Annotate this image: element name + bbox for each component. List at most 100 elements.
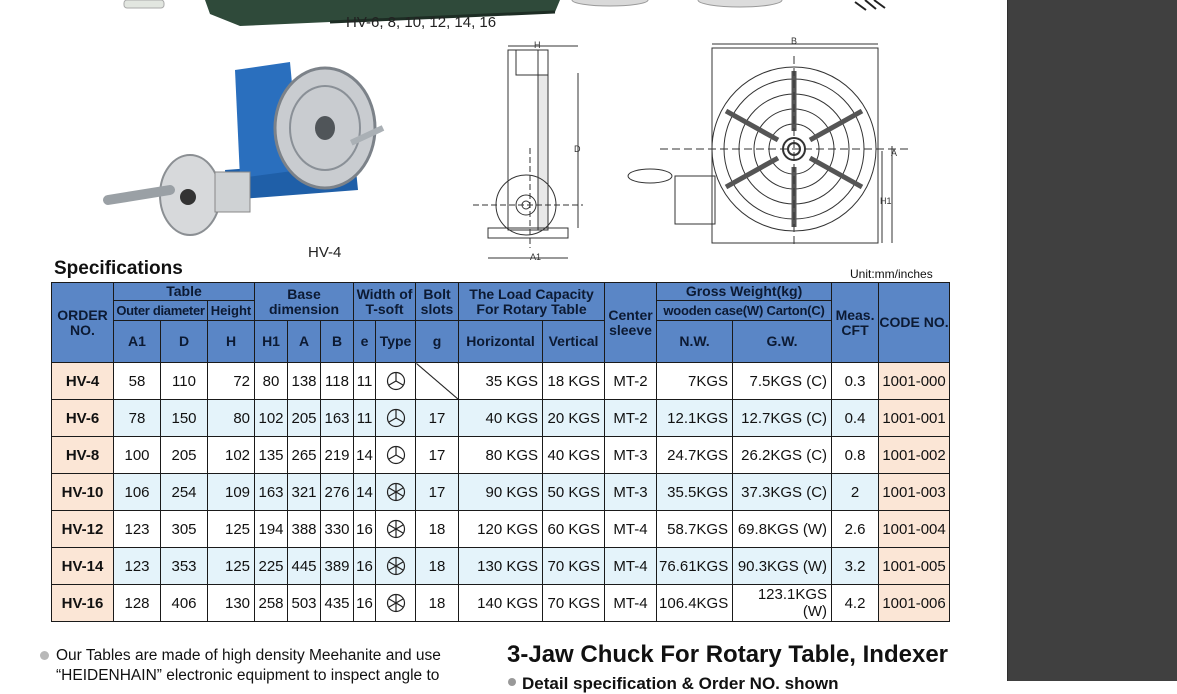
cell-d: 353: [160, 547, 208, 585]
header-type: Type: [375, 320, 417, 363]
header-weight-types: wooden case(W) Carton(C): [656, 300, 833, 321]
tslot-disc-image-2: [697, 0, 783, 8]
header-b: B: [320, 320, 355, 363]
cell-b: 389: [320, 547, 355, 585]
cell-nw: 35.5KGS: [656, 473, 734, 511]
cell-a1: 123: [113, 510, 161, 548]
cell-horizontal: 130 KGS: [458, 547, 544, 585]
cell-code: 1001-005: [878, 547, 951, 585]
header-center-sleeve: Center sleeve: [604, 282, 658, 363]
cell-gw: 90.3KGS (W): [732, 547, 833, 585]
dial-drum: [214, 171, 251, 213]
clamp-lever: [350, 125, 385, 146]
six-spoke-wheel-icon: [386, 556, 405, 576]
cell-horizontal: 90 KGS: [458, 473, 544, 511]
cell-g: 18: [415, 547, 460, 585]
rotary-table-base-image: [205, 0, 560, 26]
cell-a: 321: [287, 473, 322, 511]
cell-cft: 3.2: [831, 547, 880, 585]
header-d: D: [160, 320, 208, 363]
cell-a1: 123: [113, 547, 161, 585]
cell-code: 1001-006: [878, 584, 951, 622]
cell-model: HV-16: [51, 584, 114, 622]
cell-h: 130: [206, 584, 256, 622]
cell-e: 11: [353, 362, 377, 400]
label-h1: H1: [880, 196, 892, 206]
cell-d: 305: [160, 510, 208, 548]
cell-a: 265: [287, 436, 322, 474]
crank-handle: [103, 185, 175, 205]
crank-drawing: [627, 168, 673, 184]
cell-e: 16: [353, 547, 377, 585]
cell-cft: 0.3: [831, 362, 880, 400]
catalog-page: HV-6, 8, 10, 12, 14, 16 HV-4 H D A1: [40, 0, 951, 693]
cell-b: 118: [320, 362, 355, 400]
cell-a: 388: [287, 510, 322, 548]
description-bullet: Our Tables are made of high density Meeh…: [56, 647, 441, 684]
cell-d: 254: [160, 473, 208, 511]
tslot-disc-image-1: [571, 0, 649, 7]
cell-sleeve: MT-3: [604, 436, 658, 474]
label-b: B: [791, 36, 797, 46]
cell-h1: 194: [254, 510, 289, 548]
cell-a1: 128: [113, 584, 161, 622]
specifications-table: ORDER NO. Table Base dimension Width of …: [51, 282, 951, 622]
cell-d: 110: [160, 362, 208, 400]
header-outer-diameter: Outer diameter: [113, 300, 208, 321]
cell-horizontal: 140 KGS: [458, 584, 544, 622]
cell-gw: 12.7KGS (C): [732, 399, 833, 437]
header-width-tslot: Width of T-soft: [353, 282, 417, 321]
cell-g: [415, 362, 460, 400]
header-horizontal: Horizontal: [458, 320, 544, 363]
cell-gw: 37.3KGS (C): [732, 473, 833, 511]
three-spoke-wheel-icon: [386, 371, 405, 391]
chuck-subtitle-text: Detail specification & Order NO. shown: [522, 674, 839, 693]
cell-code: 1001-003: [878, 473, 951, 511]
label-a: A: [891, 148, 897, 158]
cell-cft: 4.2: [831, 584, 880, 622]
header-meas-cft: Meas. CFT: [831, 282, 880, 363]
cell-horizontal: 40 KGS: [458, 399, 544, 437]
cell-model: HV-14: [51, 547, 114, 585]
cell-e: 11: [353, 399, 377, 437]
hv4-product-photo: [103, 62, 385, 236]
cell-code: 1001-004: [878, 510, 951, 548]
header-nw: N.W.: [656, 320, 734, 363]
header-load-capacity: The Load Capacity For Rotary Table: [458, 282, 606, 321]
cell-nw: 24.7KGS: [656, 436, 734, 474]
cell-spokes: [375, 584, 417, 622]
cell-code: 1001-001: [878, 399, 951, 437]
cell-a: 503: [287, 584, 322, 622]
header-a: A: [287, 320, 322, 363]
cell-h: 109: [206, 473, 256, 511]
cell-b: 219: [320, 436, 355, 474]
cell-d: 150: [160, 399, 208, 437]
clamp-part-image: [123, 0, 165, 9]
cell-g: 17: [415, 473, 460, 511]
cell-vertical: 70 KGS: [542, 547, 606, 585]
cell-nw: 12.1KGS: [656, 399, 734, 437]
cell-h1: 80: [254, 362, 289, 400]
top-caption: HV-6, 8, 10, 12, 14, 16: [346, 14, 497, 31]
cell-g: 18: [415, 584, 460, 622]
cell-vertical: 20 KGS: [542, 399, 606, 437]
cell-spokes: [375, 362, 417, 400]
cell-h1: 102: [254, 399, 289, 437]
header-code-no: CODE NO.: [878, 282, 951, 363]
cell-gw: 7.5KGS (C): [732, 362, 833, 400]
cell-model: HV-12: [51, 510, 114, 548]
cell-spokes: [375, 399, 417, 437]
cell-model: HV-4: [51, 362, 114, 400]
header-gross-weight: Gross Weight(kg): [656, 282, 833, 301]
chuck-section-title: 3-Jaw Chuck For Rotary Table, Indexer: [507, 641, 949, 668]
cell-g: 17: [415, 436, 460, 474]
cell-a: 138: [287, 362, 322, 400]
cell-nw: 58.7KGS: [656, 510, 734, 548]
cell-model: HV-6: [51, 399, 114, 437]
cell-spokes: [375, 510, 417, 548]
cell-g: 18: [415, 510, 460, 548]
header-gw: G.W.: [732, 320, 833, 363]
